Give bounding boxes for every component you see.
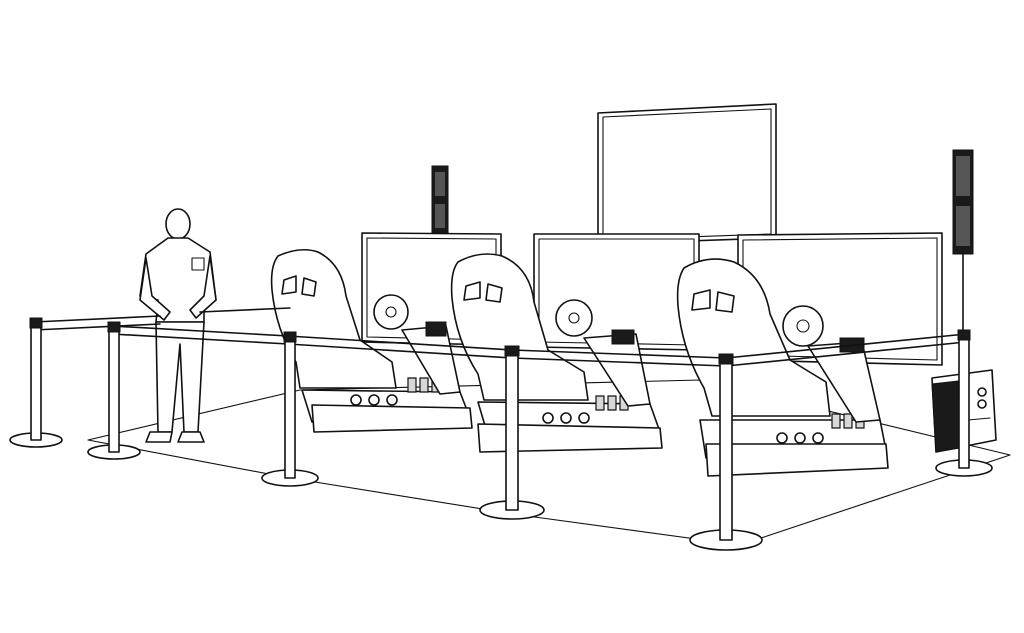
stanchion-2: [88, 322, 140, 459]
racing-seat-icon: [452, 254, 588, 400]
person-figure: [140, 209, 216, 442]
simulator-rig-2: [452, 254, 662, 452]
stanchion-1: [10, 318, 62, 447]
stanchion-3: [262, 332, 318, 486]
stanchion-6: [936, 330, 992, 476]
large-back-screen: [598, 104, 776, 244]
stanchion-5: [690, 354, 762, 550]
racing-seat-icon: [678, 259, 830, 416]
rope-barrier-back-left: [34, 308, 290, 330]
simulator-rig-1: [272, 250, 472, 432]
simulator-rig-3: [678, 259, 888, 476]
stanchion-4: [480, 346, 544, 519]
